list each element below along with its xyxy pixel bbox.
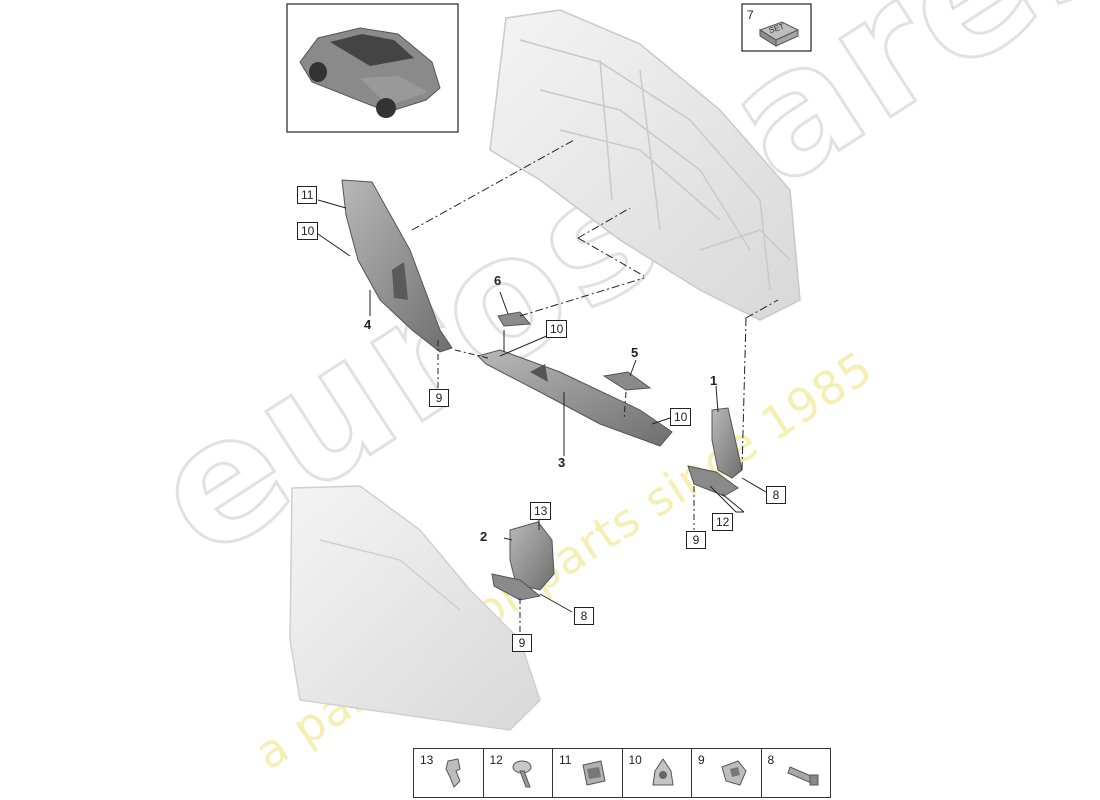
legend-number: 13 — [420, 753, 434, 767]
callout-6: 6 — [494, 273, 502, 288]
callout-4: 4 — [364, 317, 372, 332]
callout-8-b: 8 — [574, 607, 594, 625]
part-1-trim — [687, 407, 743, 497]
part-2-trim — [491, 521, 555, 601]
nut-10-icon — [651, 758, 674, 786]
legend-number: 8 — [767, 753, 775, 767]
fender-ghost — [289, 485, 541, 731]
callout-5: 5 — [631, 345, 639, 360]
callout-1: 1 — [710, 373, 718, 388]
callout-9-a: 9 — [429, 389, 449, 407]
legend-item-8: 8 — [762, 749, 831, 797]
part-sill-trim — [477, 349, 673, 447]
callout-3: 3 — [558, 455, 566, 470]
body-shell-ghost — [489, 9, 801, 321]
set-number: 7 — [747, 8, 754, 22]
clip-9-icon — [721, 760, 747, 786]
part-a-pillar-trim — [341, 179, 453, 353]
clip-11-icon — [582, 760, 606, 786]
hardware-legend: 13 12 11 10 9 8 — [413, 748, 831, 798]
car-thumbnail-icon — [286, 3, 459, 133]
legend-item-9: 9 — [692, 749, 762, 797]
legend-number: 12 — [489, 753, 503, 767]
callout-10-a: 10 — [297, 222, 319, 240]
legend-item-11: 11 — [553, 749, 623, 797]
callout-10-b: 10 — [546, 320, 568, 338]
part-5-strip — [602, 371, 652, 391]
legend-item-10: 10 — [623, 749, 692, 797]
callout-11: 11 — [297, 186, 318, 204]
rail-8-icon — [786, 766, 819, 786]
legend-number: 11 — [559, 753, 572, 767]
set-box-icon — [741, 3, 812, 52]
callout-9-b: 9 — [686, 531, 706, 549]
callout-13: 13 — [530, 502, 552, 520]
legend-number: 10 — [628, 753, 642, 767]
legend-item-13: 13 — [414, 749, 484, 797]
clip-13-icon — [445, 758, 461, 788]
callout-9-c: 9 — [512, 634, 532, 652]
callout-8-a: 8 — [766, 486, 786, 504]
callout-12: 12 — [712, 513, 734, 531]
legend-number: 9 — [698, 753, 705, 767]
legend-item-12: 12 — [484, 749, 553, 797]
callout-2: 2 — [480, 529, 488, 544]
screw-12-icon — [512, 760, 531, 788]
callout-10-c: 10 — [670, 408, 692, 426]
